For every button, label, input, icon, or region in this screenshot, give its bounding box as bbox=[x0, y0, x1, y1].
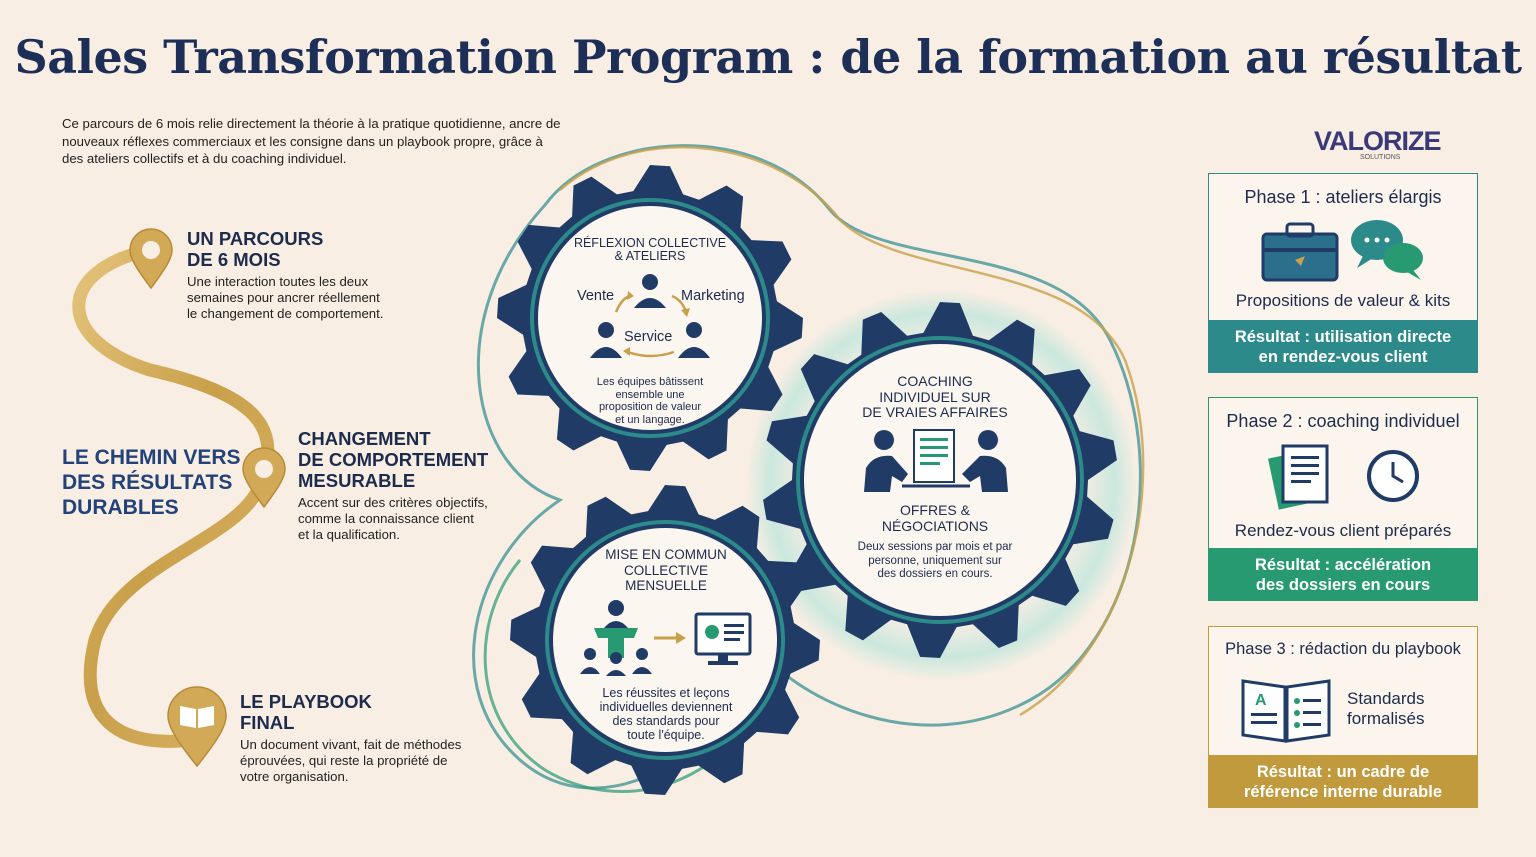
open-book-icon: A bbox=[1241, 679, 1331, 743]
briefcase-icon bbox=[1261, 222, 1339, 282]
location-pin-icon bbox=[129, 228, 173, 290]
page-title: Sales Transformation Program : de la for… bbox=[14, 30, 1522, 84]
negotiation-icon bbox=[864, 429, 1008, 492]
presentation-icon bbox=[580, 600, 752, 676]
flow-ring bbox=[472, 144, 1142, 790]
phase-title: Phase 2 : coaching individuel bbox=[1226, 411, 1460, 431]
gear-bottom bbox=[510, 485, 820, 795]
phase-1-icons bbox=[1261, 220, 1423, 282]
svg-text:A: A bbox=[1255, 692, 1267, 709]
documents-icon bbox=[1268, 444, 1329, 510]
chat-bubbles-icon bbox=[1351, 220, 1423, 280]
gear-top bbox=[497, 165, 803, 471]
team-roles-icon bbox=[590, 274, 710, 358]
gear-top-title: RÉFLEXION COLLECTIVE& ATELIERS bbox=[573, 236, 727, 263]
phase-title: Phase 1 : ateliers élargis bbox=[1244, 187, 1442, 207]
phase-2-card: Phase 2 : coaching individuel Rendez-vou… bbox=[1208, 397, 1478, 601]
phase-2-icons bbox=[1268, 444, 1419, 510]
label-marketing: Marketing bbox=[681, 288, 745, 304]
book-pin-icon bbox=[167, 686, 227, 768]
phase-1-card: Phase 1 : ateliers élargis Propositions … bbox=[1208, 173, 1478, 373]
phase-3-card: Phase 3 : rédaction du playbook A Standa… bbox=[1208, 626, 1478, 808]
step-description: Accent sur des critères objectifs,comme … bbox=[298, 495, 488, 542]
phase-title: Phase 3 : rédaction du playbook bbox=[1225, 640, 1461, 658]
flow-ring-gold bbox=[559, 145, 1145, 717]
clock-icon bbox=[1367, 450, 1419, 502]
label-vente: Vente bbox=[577, 288, 615, 304]
label-service: Service bbox=[624, 329, 673, 345]
phase-caption: Propositions de valeur & kits bbox=[1235, 291, 1451, 310]
company-logo: VALORIZE SOLUTIONS bbox=[1314, 126, 1442, 161]
gear-right-subtitle: OFFRES &NÉGOCIATIONS bbox=[881, 502, 989, 534]
phase-caption: Rendez-vous client préparés bbox=[1234, 521, 1452, 540]
location-pin-icon bbox=[242, 447, 286, 509]
intro-text: Ce parcours de 6 mois relie directement … bbox=[62, 116, 561, 166]
